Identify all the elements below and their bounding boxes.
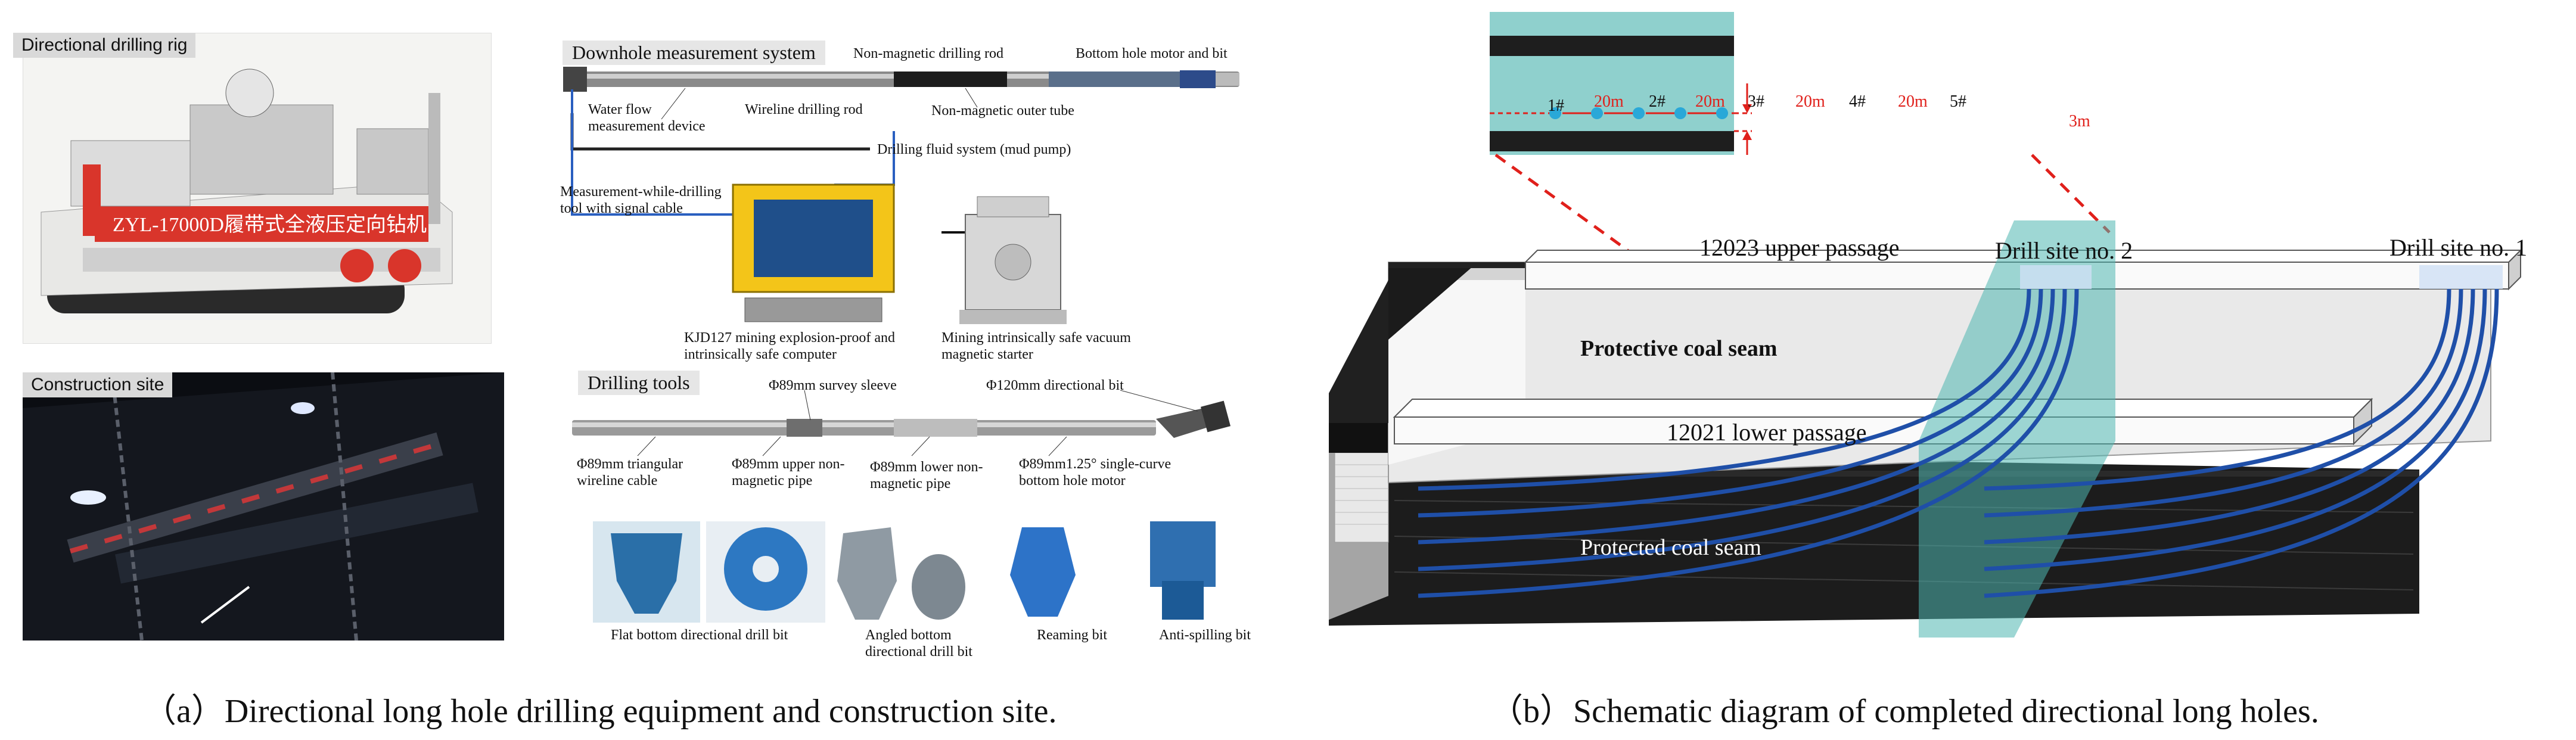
flat-bit-label: Flat bottom directional drill bit: [611, 627, 788, 643]
construction-site-illustration: [23, 372, 504, 640]
lower-passage-label: 12021 lower passage: [1667, 419, 1867, 446]
anti-spilling-label: Anti-spilling bit: [1159, 627, 1251, 643]
mud-pump-label: Drilling fluid system (mud pump): [877, 142, 1071, 157]
reaming-bit-label: Reaming bit: [1037, 627, 1107, 643]
drilling-rig-photo: ZYL-17000D履带式全液压定向钻机: [23, 33, 492, 344]
reaming-bit: [1010, 527, 1076, 617]
protected-seam-label: Protected coal seam: [1580, 535, 1761, 560]
rig-plate-text: ZYL-17000D履带式全液压定向钻机: [113, 213, 427, 236]
rig-label: Directional drilling rig: [13, 33, 196, 58]
downhole-system-diagram: [563, 67, 1239, 324]
upper-passage-label: 12023 upper passage: [1699, 234, 1900, 261]
water-flow-label: Water flow measurement device: [588, 102, 706, 134]
tools-title: Drilling tools: [578, 371, 700, 395]
outer-tube-label: Non-magnetic outer tube: [931, 103, 1074, 119]
downhole-title: Downhole measurement system: [563, 41, 825, 65]
construction-site-photo: [23, 372, 504, 640]
drill-bits-row: [593, 521, 1216, 623]
hole-label-3: 3#: [1748, 92, 1764, 111]
motor-bit-label: Bottom hole motor and bit: [1076, 46, 1228, 61]
flat-bit-2: [706, 521, 825, 623]
wireline-rod-label: Wireline drilling rod: [745, 102, 863, 117]
hole-label-5: 5#: [1950, 92, 1966, 111]
hole-dots: [1549, 107, 1728, 119]
flat-bit-1: [593, 521, 700, 623]
drilling-tools-diagram: [572, 390, 1231, 456]
site-label: Construction site: [23, 372, 173, 397]
survey-sleeve-label: Φ89mm survey sleeve: [769, 378, 897, 393]
spacing-label-2: 20m: [1695, 92, 1725, 111]
angled-bit-label: Angled bottom directional drill bit: [865, 627, 972, 660]
thickness-label: 3m: [2069, 112, 2090, 130]
protective-seam-label: Protective coal seam: [1580, 336, 1778, 361]
starter-label: Mining intrinsically safe vacuum magneti…: [941, 330, 1131, 362]
holes-site-2: [1418, 288, 2079, 598]
long-hole-schematic: [1329, 153, 2522, 638]
borehole-inset: [1490, 12, 1752, 155]
dir-bit-label: Φ120mm directional bit: [986, 378, 1124, 393]
upper-pipe-label: Φ89mm upper non-magnetic pipe: [732, 456, 845, 489]
lower-pipe-label: Φ89mm lower non-magnetic pipe: [870, 459, 983, 492]
spacing-label-1: 20m: [1594, 92, 1624, 111]
anti-spilling-bit: [1150, 521, 1216, 620]
caption-b: （b）Schematic diagram of completed direct…: [1490, 693, 2319, 730]
triangular-label: Φ89mm triangular wireline cable: [577, 456, 683, 489]
drilling-rig-illustration: ZYL-17000D履带式全液压定向钻机: [23, 33, 491, 343]
hole-label-1: 1#: [1548, 97, 1564, 115]
nonmag-rod-label: Non-magnetic drilling rod: [853, 46, 1003, 61]
hole-label-4: 4#: [1849, 92, 1866, 111]
drill-site-1-label: Drill site no. 1: [2389, 234, 2528, 261]
spacing-label-3: 20m: [1795, 92, 1825, 111]
holes-site-1: [1984, 288, 2499, 598]
caption-a: （a）Directional long hole drilling equipm…: [143, 693, 1057, 730]
motor-label: Φ89mm1.25° single-curve bottom hole moto…: [1019, 456, 1172, 489]
spacing-label-4: 20m: [1898, 92, 1928, 111]
angled-bit: [837, 527, 965, 620]
hole-label-2: 2#: [1649, 92, 1665, 111]
drill-site-2-label: Drill site no. 2: [1995, 237, 2133, 264]
computer-label: KJD127 mining explosion-proof and intrin…: [684, 330, 895, 362]
mwd-label: Measurement-while-drilling tool with sig…: [560, 184, 722, 216]
